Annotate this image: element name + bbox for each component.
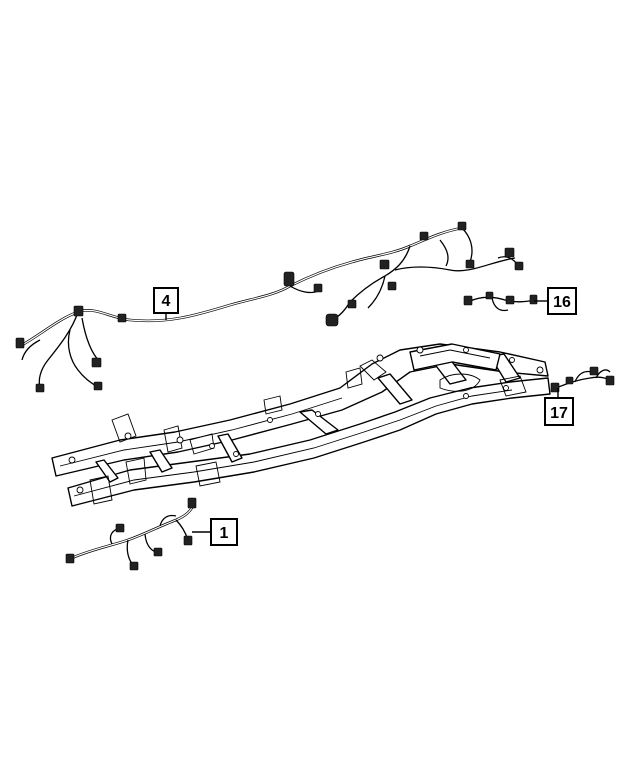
callout-4[interactable]: 4 [153,287,179,320]
vehicle-frame [51,343,551,507]
callout-17[interactable]: 17 [544,388,574,426]
rear-jumper-harness[interactable] [463,291,538,312]
callout-4-label: 4 [162,293,171,310]
rear-sensor-harness[interactable] [550,366,615,393]
callout-16-label: 16 [553,294,571,311]
callout-17-label: 17 [550,405,568,422]
callout-1[interactable]: 1 [192,518,238,546]
callout-16[interactable]: 16 [534,287,577,315]
body-wiring-harness[interactable] [15,221,524,393]
front-frame-harness[interactable] [65,497,197,571]
callout-1-label: 1 [220,525,229,542]
